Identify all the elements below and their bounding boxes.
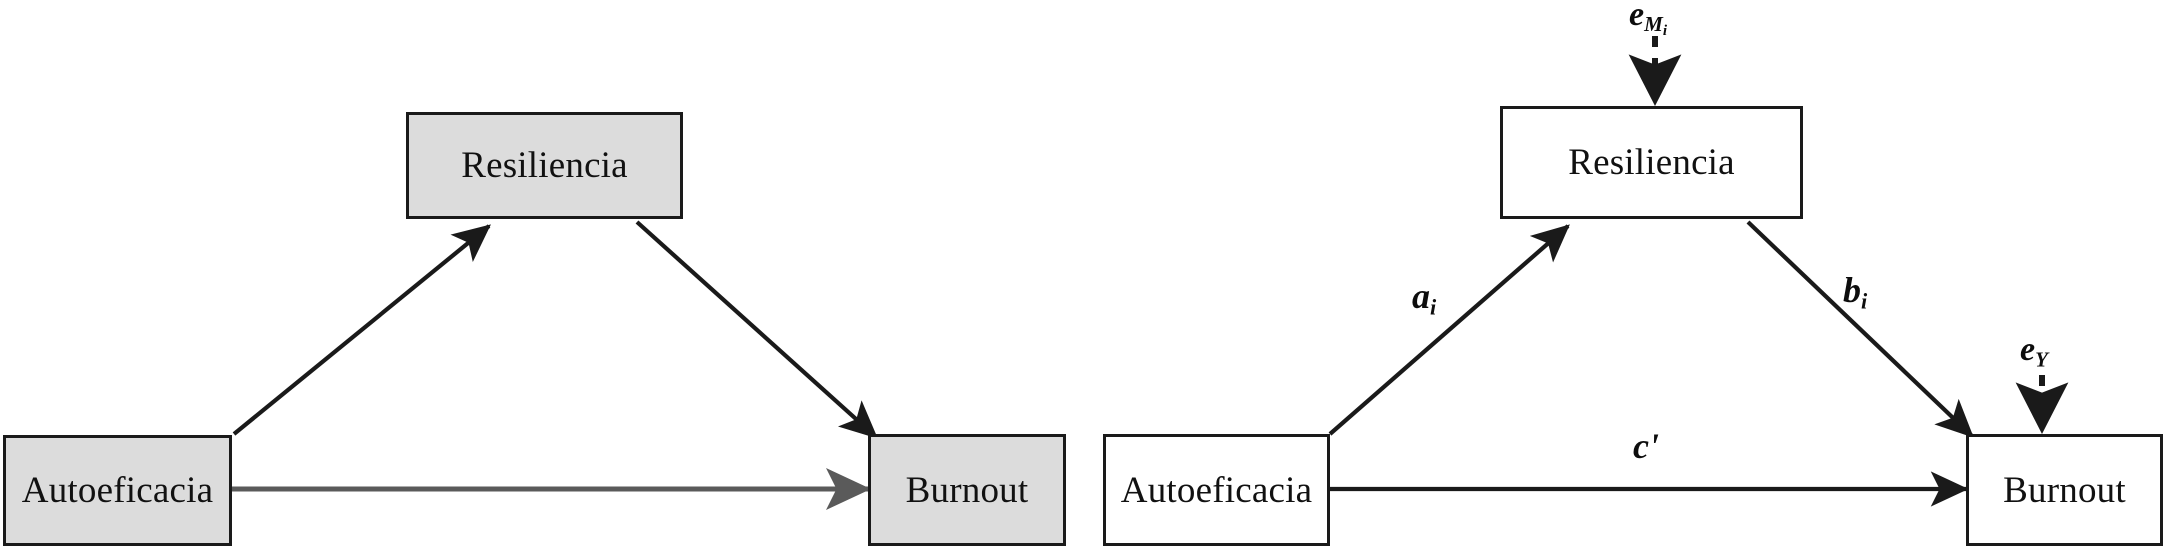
node-burnout-left[interactable]: Burnout xyxy=(868,434,1066,546)
label-disturbance-em: eMi xyxy=(1629,0,1667,39)
label-path-a-sub: i xyxy=(1430,294,1437,320)
label-path-c-prime: c' xyxy=(1633,426,1659,466)
label-path-b-main: b xyxy=(1843,270,1861,310)
arrow-resiliencia-to-burnout-right xyxy=(1746,220,1974,438)
node-label-resiliencia-left: Resiliencia xyxy=(461,145,628,186)
arrow-autoeficacia-to-resiliencia-right xyxy=(1328,224,1570,436)
label-path-a: ai xyxy=(1412,278,1436,319)
node-autoeficacia-right[interactable]: Autoeficacia xyxy=(1103,434,1330,546)
node-resiliencia-right[interactable]: Resiliencia xyxy=(1500,106,1803,219)
node-label-burnout-left: Burnout xyxy=(905,469,1029,511)
node-label-autoeficacia-right: Autoeficacia xyxy=(1120,469,1313,511)
label-path-b-sub: i xyxy=(1861,288,1868,314)
arrow-resiliencia-to-burnout-left xyxy=(635,220,878,439)
node-label-autoeficacia-left: Autoeficacia xyxy=(21,470,214,511)
label-disturbance-em-subsub: i xyxy=(1662,22,1668,40)
label-disturbance-ey-main: e xyxy=(2020,331,2036,368)
label-disturbance-em-main: e xyxy=(1629,0,1645,33)
arrow-autoeficacia-to-resiliencia-left xyxy=(232,224,491,436)
node-autoeficacia-left[interactable]: Autoeficacia xyxy=(3,435,232,546)
node-resiliencia-left[interactable]: Resiliencia xyxy=(406,112,683,219)
label-path-b: bi xyxy=(1843,272,1867,313)
node-label-burnout-right: Burnout xyxy=(2003,469,2126,511)
label-path-a-main: a xyxy=(1412,276,1430,316)
label-disturbance-ey-sub: Y xyxy=(2035,347,2048,372)
label-disturbance-ey: eY xyxy=(2020,333,2048,370)
node-burnout-right[interactable]: Burnout xyxy=(1966,434,2163,546)
node-label-resiliencia-right: Resiliencia xyxy=(1568,142,1735,183)
label-disturbance-em-sub: M xyxy=(1644,12,1663,37)
